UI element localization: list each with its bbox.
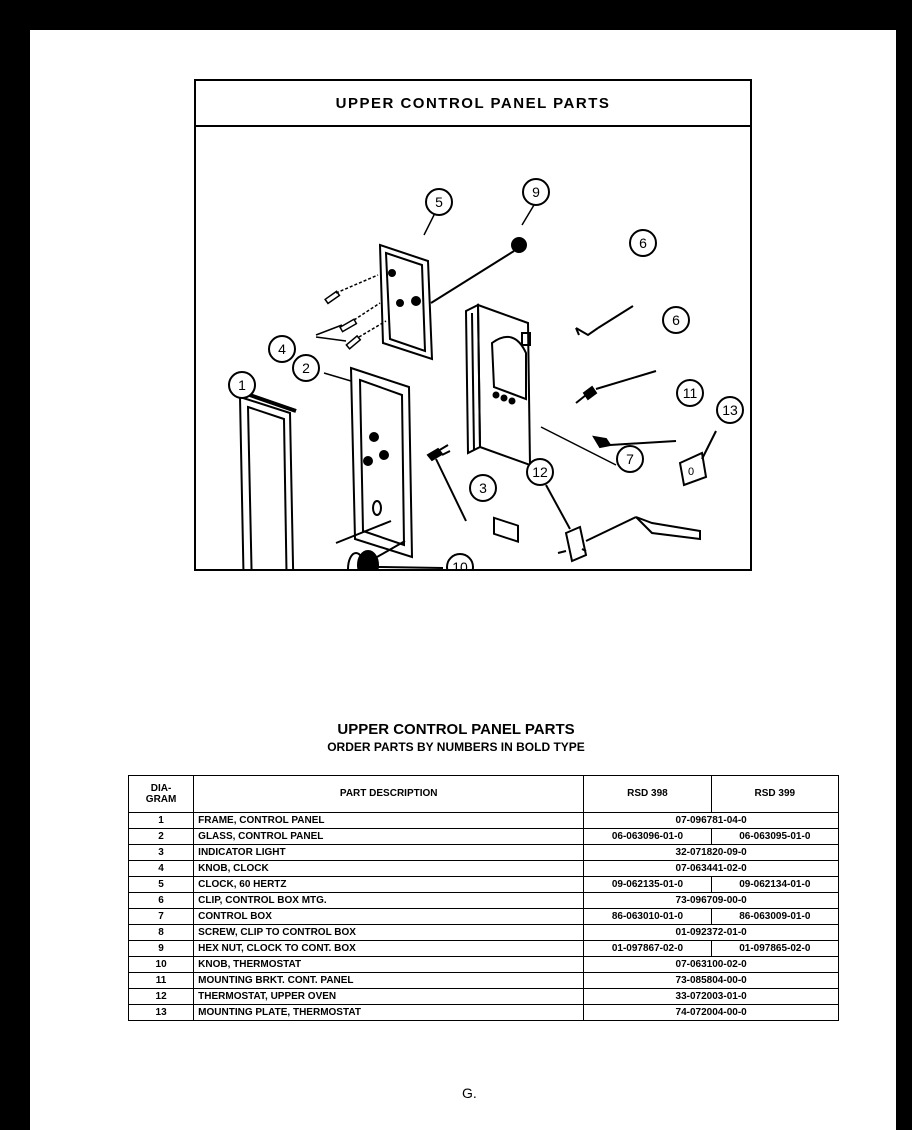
callout-6a: 6	[639, 235, 647, 251]
row-description: INDICATOR LIGHT	[193, 844, 585, 861]
parts-list-title: UPPER CONTROL PANEL PARTS	[337, 721, 575, 738]
row-description: MOUNTING PLATE, THERMOSTAT	[193, 1004, 585, 1021]
row-part-number-a: 86-063010-01-0	[583, 908, 712, 925]
table-row: 8 SCREW, CLIP TO CONTROL BOX 01-092372-0…	[127, 924, 839, 941]
table-row: 3 INDICATOR LIGHT 32-071820-09-0	[127, 844, 839, 861]
table-row: 13 MOUNTING PLATE, THERMOSTAT 74-072004-…	[127, 1004, 839, 1021]
callout-9: 9	[532, 184, 540, 200]
row-part-number-a: 01-097867-02-0	[583, 940, 712, 957]
header-model-b: RSD 399	[710, 775, 840, 813]
callout-10: 10	[452, 559, 468, 569]
row-num: 3	[127, 844, 195, 861]
row-num: 13	[127, 1004, 195, 1021]
row-num: 2	[127, 828, 195, 845]
row-part-number: 33-072003-01-0	[583, 988, 839, 1005]
part-thermostat-knob-drawing	[335, 520, 444, 569]
row-part-number-b: 86-063009-01-0	[710, 908, 840, 925]
table-row: 6 CLIP, CONTROL BOX MTG. 73-096709-00-0	[127, 892, 839, 909]
part-indicator-light-drawing	[426, 444, 467, 522]
parts-table: DIA- GRAM PART DESCRIPTION RSD 398 RSD 3…	[127, 775, 840, 1021]
row-description: GLASS, CONTROL PANEL	[193, 828, 585, 845]
part-control-box-drawing	[464, 303, 532, 543]
row-description: CLOCK, 60 HERTZ	[193, 876, 585, 893]
row-part-number: 73-096709-00-0	[583, 892, 839, 909]
row-description: FRAME, CONTROL PANEL	[193, 812, 585, 829]
callout-2: 2	[302, 360, 310, 376]
part-thermostat-drawing	[545, 484, 701, 563]
header-diagram: DIA- GRAM	[127, 775, 195, 813]
callout-4: 4	[278, 341, 286, 357]
row-num: 4	[127, 860, 195, 877]
table-header-row: DIA- GRAM PART DESCRIPTION RSD 398 RSD 3…	[127, 775, 840, 813]
table-row: 5 CLOCK, 60 HERTZ 09-062135-01-0 09-0621…	[127, 876, 840, 893]
row-part-number-b: 09-062134-01-0	[710, 876, 840, 893]
diagram-title: UPPER CONTROL PANEL PARTS	[196, 81, 750, 127]
row-part-number: 07-063441-02-0	[583, 860, 839, 877]
row-num: 7	[127, 908, 195, 925]
row-part-number: 32-071820-09-0	[583, 844, 839, 861]
callout-3: 3	[479, 480, 487, 496]
part-clock-knobs-drawing	[324, 274, 387, 350]
page-mark: G.	[462, 1085, 477, 1101]
row-description: HEX NUT, CLOCK TO CONT. BOX	[193, 940, 585, 957]
part-screw-drawing	[575, 370, 657, 404]
table-row: 2 GLASS, CONTROL PANEL 06-063096-01-0 06…	[127, 828, 840, 845]
row-num: 11	[127, 972, 195, 989]
callout-7: 7	[626, 451, 634, 467]
svg-text:0: 0	[688, 466, 694, 478]
part-clock-drawing	[378, 243, 434, 361]
header-model-a: RSD 398	[583, 775, 712, 813]
callout-13: 13	[722, 402, 738, 418]
row-description: CLIP, CONTROL BOX MTG.	[193, 892, 585, 909]
row-description: MOUNTING BRKT. CONT. PANEL	[193, 972, 585, 989]
callout-6b: 6	[672, 312, 680, 328]
row-part-number: 01-092372-01-0	[583, 924, 839, 941]
row-part-number: 73-085804-00-0	[583, 972, 839, 989]
row-description: SCREW, CLIP TO CONTROL BOX	[193, 924, 585, 941]
row-part-number-a: 06-063096-01-0	[583, 828, 712, 845]
row-num: 9	[127, 940, 195, 957]
header-part-description: PART DESCRIPTION	[193, 775, 585, 813]
row-part-number: 07-063100-02-0	[583, 956, 839, 973]
row-num: 5	[127, 876, 195, 893]
row-part-number-b: 01-097865-02-0	[710, 940, 840, 957]
part-mounting-bracket-drawing	[592, 435, 677, 449]
table-row: 10 KNOB, THERMOSTAT 07-063100-02-0	[127, 956, 839, 973]
row-part-number-a: 09-062135-01-0	[583, 876, 712, 893]
row-part-number: 74-072004-00-0	[583, 1004, 839, 1021]
row-description: KNOB, THERMOSTAT	[193, 956, 585, 973]
row-num: 8	[127, 924, 195, 941]
part-clip-drawing	[575, 305, 634, 337]
row-description: KNOB, CLOCK	[193, 860, 585, 877]
part-mounting-plate-drawing: 0	[678, 430, 717, 487]
table-row: 4 KNOB, CLOCK 07-063441-02-0	[127, 860, 839, 877]
callout-12: 12	[532, 464, 548, 480]
table-row: 11 MOUNTING BRKT. CONT. PANEL 73-085804-…	[127, 972, 839, 989]
row-num: 12	[127, 988, 195, 1005]
row-num: 10	[127, 956, 195, 973]
callout-11: 11	[683, 385, 698, 401]
row-part-number: 07-096781-04-0	[583, 812, 839, 829]
part-hex-nut-drawing	[430, 237, 527, 304]
callout-5: 5	[435, 194, 443, 210]
callout-1: 1	[238, 377, 246, 393]
row-description: THERMOSTAT, UPPER OVEN	[193, 988, 585, 1005]
parts-list-subtitle: ORDER PARTS BY NUMBERS IN BOLD TYPE	[327, 740, 585, 754]
table-row: 12 THERMOSTAT, UPPER OVEN 33-072003-01-0	[127, 988, 839, 1005]
table-row: 1 FRAME, CONTROL PANEL 07-096781-04-0	[127, 812, 839, 829]
exploded-diagram-panel: UPPER CONTROL PANEL PARTS	[194, 79, 752, 571]
table-row: 9 HEX NUT, CLOCK TO CONT. BOX 01-097867-…	[127, 940, 840, 957]
part-frame-drawing	[238, 391, 297, 569]
table-row: 7 CONTROL BOX 86-063010-01-0 86-063009-0…	[127, 908, 840, 925]
row-num: 6	[127, 892, 195, 909]
part-glass-drawing	[349, 366, 414, 559]
row-num: 1	[127, 812, 195, 829]
row-part-number-b: 06-063095-01-0	[710, 828, 840, 845]
row-description: CONTROL BOX	[193, 908, 585, 925]
exploded-parts-drawing: 0 1	[228, 178, 744, 569]
